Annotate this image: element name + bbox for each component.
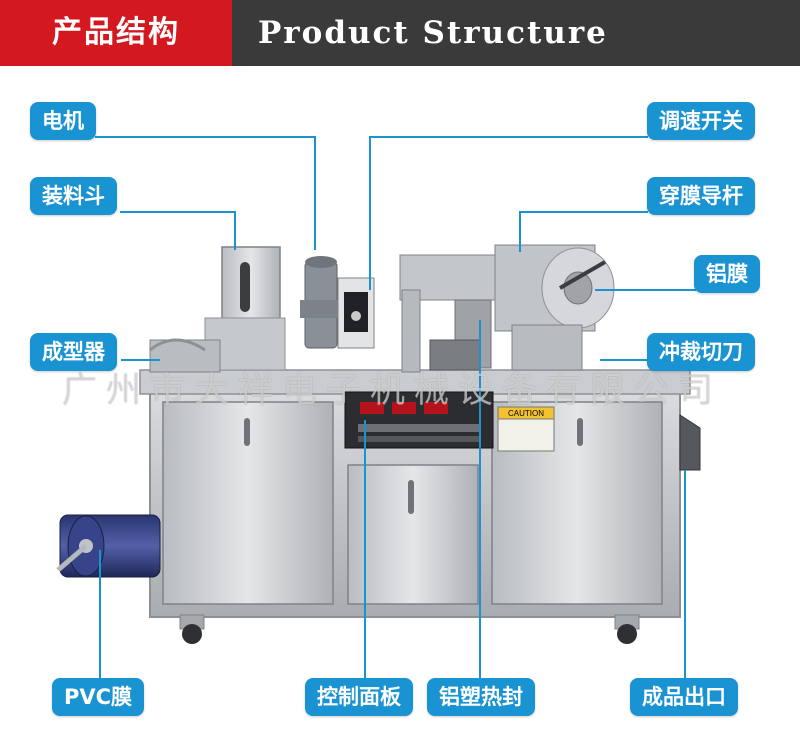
label-film-guide: 穿膜导杆	[647, 177, 755, 215]
left-handle	[244, 418, 250, 446]
leader-hopper	[120, 211, 236, 250]
label-control-panel: 控制面板	[305, 678, 413, 716]
caution-text: CAUTION	[508, 409, 544, 418]
label-speed-switch: 调速开关	[647, 102, 755, 140]
label-pvc-film: PVC膜	[52, 678, 145, 716]
output-chute	[679, 414, 701, 471]
leader-lines	[95, 136, 696, 680]
center-handle	[408, 480, 414, 514]
header-title-en: Product Structure	[258, 15, 608, 51]
label-aluminum-film: 铝膜	[694, 255, 760, 293]
header-bar: 产品结构 Product Structure	[0, 0, 800, 66]
top-deck	[139, 369, 691, 395]
label-punch-cutter: 冲裁切刀	[647, 333, 755, 371]
label-output: 成品出口	[630, 678, 738, 716]
label-hopper: 装料斗	[30, 177, 117, 215]
header-title-cn: 产品结构	[52, 15, 180, 50]
label-heat-seal: 铝塑热封	[427, 678, 535, 716]
leader-film-guide	[519, 211, 648, 252]
label-forming: 成型器	[30, 333, 117, 371]
watermark-text: 广州市大祥电子机械设备有限公司	[62, 371, 723, 411]
header-accent	[0, 0, 232, 66]
label-motor: 电机	[30, 102, 96, 140]
leader-speed-switch	[369, 136, 648, 290]
forming-unit	[149, 339, 221, 373]
right-handle	[577, 418, 583, 446]
leader-motor	[95, 136, 316, 250]
